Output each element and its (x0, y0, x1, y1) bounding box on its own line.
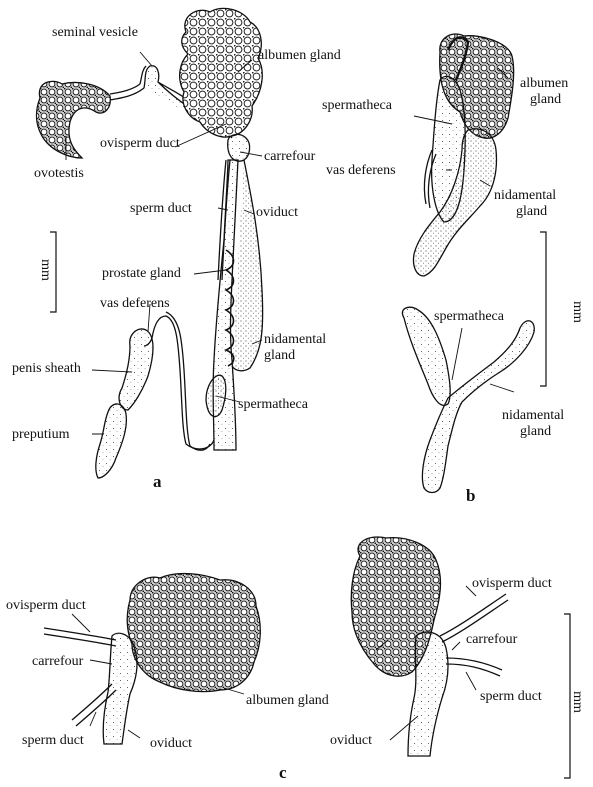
label-prostate-gland: prostate gland (102, 266, 181, 281)
label-c-albumen-gland: albumen gland (246, 693, 329, 708)
preputium-shape (96, 404, 127, 478)
label-ovotestis: ovotestis (34, 166, 84, 181)
label-scale-c: mm (569, 691, 585, 713)
label-sperm-duct: sperm duct (130, 201, 192, 216)
label-spermatheca: spermatheca (238, 397, 308, 412)
label-scale-a: mm (37, 259, 53, 281)
label-b-nidamental-lower-line1: nidamental (502, 408, 564, 423)
label-scale-b: mm (569, 301, 585, 323)
panel-a-drawing (37, 8, 263, 478)
label-c-ovisperm-duct-right: ovisperm duct (472, 576, 552, 591)
penis-sheath-shape (119, 329, 153, 410)
label-b-nidamental-line1: nidamental (494, 188, 556, 203)
label-c-sperm-duct-right: sperm duct (480, 689, 542, 704)
label-b-albumen-line2: gland (530, 92, 561, 107)
albumen-gland-c-left-shape (127, 574, 260, 692)
scale-bar-b (540, 232, 546, 386)
panel-label-c: c (279, 763, 287, 783)
label-carrefour: carrefour (264, 149, 315, 164)
label-nidamental-gland-line2: gland (264, 348, 295, 363)
sperm-duct-c-right-shape (446, 658, 502, 676)
label-b-albumen-line1: albumen (520, 76, 568, 91)
carrefour-c-left-shape (103, 633, 137, 744)
label-preputium: preputium (12, 427, 70, 442)
label-seminal-vesicle: seminal vesicle (52, 25, 138, 40)
label-b-nidamental-lower-line2: gland (520, 424, 551, 439)
label-ovisperm-duct: ovisperm duct (100, 136, 180, 151)
label-albumen-gland: albumen gland (258, 48, 341, 63)
carrefour-shape (228, 134, 250, 161)
label-penis-sheath: penis sheath (12, 361, 81, 376)
panel-label-a: a (153, 472, 162, 492)
panel-c-right-drawing (351, 537, 570, 778)
label-c-sperm-duct-left: sperm duct (22, 733, 84, 748)
vas-deferens-shape (144, 316, 214, 449)
label-c-carrefour-left: carrefour (32, 654, 83, 669)
label-c-oviduct-left: oviduct (150, 736, 192, 751)
label-c-ovisperm-duct-left: ovisperm duct (6, 598, 86, 613)
label-oviduct: oviduct (256, 205, 298, 220)
panel-label-b: b (466, 486, 475, 506)
label-vas-deferens: vas deferens (100, 296, 170, 311)
label-c-oviduct-right: oviduct (330, 733, 372, 748)
label-b-vas-deferens: vas deferens (326, 163, 396, 178)
label-c-carrefour-right: carrefour (466, 632, 517, 647)
albumen-gland-shape (180, 8, 263, 137)
hermaphroditic-duct (110, 84, 144, 100)
ovisperm-duct-c-left-shape (44, 628, 116, 646)
label-b-spermatheca-lower: spermatheca (434, 309, 504, 324)
label-nidamental-gland-line1: nidamental (264, 332, 326, 347)
label-b-nidamental-line2: gland (516, 204, 547, 219)
label-b-spermatheca: spermatheca (322, 98, 392, 113)
